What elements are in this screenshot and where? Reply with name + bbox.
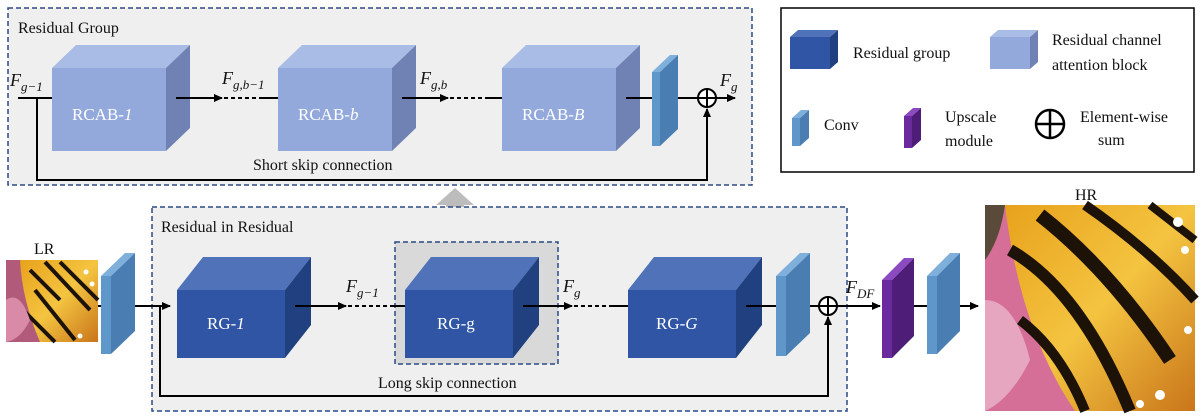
legend-residual-group-label: Residual group [853,45,950,62]
legend-upscale-label-1: Upscale [945,109,997,126]
upscale-module [882,258,914,358]
rg-output-sub: g [731,79,738,94]
rg-output-main: F [719,70,732,90]
rir-between1-sub: g−1 [357,285,379,300]
fdf-label-main: F [845,277,858,297]
legend-residual-group-icon [790,30,838,69]
rir-between1-main: F [345,276,358,296]
rg-1-label-prefix: RG- [207,314,237,333]
svg-text:FDF: FDF [845,277,875,301]
legend-conv-icon [792,110,809,146]
rg-block-g: RG-g [405,257,539,358]
legend-sum-label-2: sum [1098,132,1125,149]
residual-in-residual-panel: Residual in Residual RG-1 RG-g RG-G [135,206,881,412]
legend-sum-label-1: Element-wise [1080,109,1168,126]
legend-conv-label: Conv [824,117,859,134]
legend-element-wise-sum-icon [1034,108,1066,140]
rcab-1-label-prefix: RCAB- [72,105,124,124]
rcab-block-1: RCAB-1 [52,45,190,151]
rcab-b-label-prefix: RCAB- [298,105,350,124]
rcab-B-label-index: B [574,105,585,124]
tail-conv-layer [927,253,960,354]
rg-1-label-index: 1 [236,314,245,333]
legend-upscale-label-2: module [945,133,993,150]
head-conv-layer [101,253,135,354]
rg-block-G: RG-G [628,257,762,358]
rir-between2-sub: g [574,285,581,300]
residual-group-title: Residual Group [18,20,119,37]
rcab-b-label-index: b [350,105,359,124]
lr-label: LR [34,241,55,258]
rir-conv-layer [776,253,810,356]
svg-text:Fg−1: Fg−1 [9,70,43,94]
svg-text:Fg,b−1: Fg,b−1 [221,68,265,92]
legend-rcab-label-1: Residual channel [1052,32,1162,49]
svg-text:Fg,b: Fg,b [419,68,448,92]
rg-g-label-prefix: RG- [437,314,467,333]
legend-box: Residual group Residual channel attentio… [780,7,1195,173]
legend-rcab-label-2: attention block [1052,57,1148,74]
rg-block-1: RG-1 [177,257,311,358]
rg-g-label-index: g [466,314,475,333]
rir-between2-main: F [562,276,575,296]
rg-between1-main: F [221,68,234,88]
svg-text:RG-G: RG-G [656,314,698,333]
rg-between2-main: F [419,68,432,88]
svg-text:Fg: Fg [719,70,738,94]
svg-text:Fg: Fg [562,276,581,300]
rg-G-label-index: G [685,314,697,333]
rg-conv-layer [652,55,678,146]
rg-between2-sub: g,b [431,77,448,92]
svg-text:Fg−1: Fg−1 [345,276,379,300]
lr-image [6,260,100,344]
rg-G-label-prefix: RG- [656,314,686,333]
rir-title: Residual in Residual [161,219,294,236]
svg-text:RCAB-1: RCAB-1 [72,105,132,124]
rir-element-wise-sum-icon [818,296,838,316]
rg-element-wise-sum-icon [697,88,717,108]
svg-text:RG-g: RG-g [437,314,475,333]
hr-label: HR [1075,187,1098,204]
svg-text:RG-1: RG-1 [207,314,245,333]
legend-upscale-icon [904,108,921,148]
rg-input-label-sub: g−1 [21,79,43,94]
long-skip-label: Long skip connection [378,375,517,392]
legend-rcab-icon [990,30,1038,69]
svg-text:RCAB-b: RCAB-b [298,105,358,124]
rg-between1-sub: g,b−1 [233,77,265,92]
rcab-block-b: RCAB-b [278,45,416,151]
rcab-1-label-index: 1 [124,105,133,124]
svg-text:RCAB-B: RCAB-B [522,105,585,124]
rg-input-label-main: F [9,70,22,90]
fdf-label-sub: DF [856,286,875,301]
rcab-block-B: RCAB-B [502,45,640,151]
short-skip-label: Short skip connection [253,157,393,174]
hr-image [985,200,1199,414]
residual-group-panel: Residual Group Fg−1 RCAB-1 RCAB-b RCAB-B [7,7,753,186]
rcab-B-label-prefix: RCAB- [522,105,574,124]
